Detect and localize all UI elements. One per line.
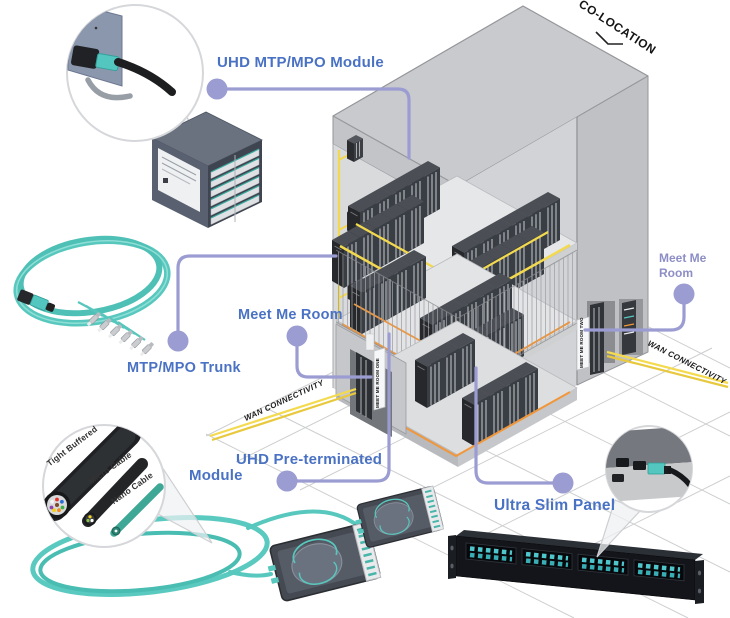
mtp-mpo-trunk-illustration [13, 235, 171, 358]
mpo-connector-icon [647, 462, 666, 475]
label-meet-me-room-center: Meet Me Room [238, 307, 343, 323]
leader-uhd-preterm [285, 332, 391, 483]
label-sign-meet-me-room-one: MEET ME ROOM ONE [375, 358, 380, 408]
wan-cable-right [606, 350, 729, 389]
co-location-pointer [595, 31, 623, 45]
wan-cable-left [209, 387, 357, 442]
leader-uhd-module [215, 87, 411, 160]
label-uhd-preterminated-line1: UHD Pre-terminated [236, 451, 383, 468]
leader-mtp-trunk [176, 254, 338, 343]
ultra-slim-panel-illustration [448, 530, 704, 604]
lc-adapter-groups [465, 542, 685, 582]
meet-me-room-two [576, 299, 643, 375]
uhd-module-illustration [151, 111, 263, 228]
leader-meet-me-room-center [295, 334, 373, 379]
label-mtp-mpo-trunk: MTP/MPO Trunk [127, 360, 241, 376]
label-uhd-mtp-mpo-module: UHD MTP/MPO Module [217, 54, 384, 71]
leader-ultra-slim [474, 366, 565, 485]
nano-cable [110, 483, 164, 537]
label-uhd-preterminated-line2: Module [189, 467, 243, 484]
connector-zoom-inset [66, 4, 204, 142]
sign-meet-me-room-one [373, 347, 386, 411]
panel-rear-inset [596, 425, 693, 558]
colocation-building [331, 5, 649, 467]
mpo-connector-icon [17, 289, 56, 312]
label-sign-meet-me-room-two: MEET ME ROOM TWO [579, 317, 584, 368]
cable-types-inset [42, 424, 213, 548]
leader-dots [167, 78, 695, 494]
label-meet-me-room-right: Meet Me Room [659, 251, 707, 280]
leader-lines [176, 87, 686, 485]
leader-meet-me-room-right [583, 292, 686, 332]
label-ultra-slim-panel: Ultra Slim Panel [494, 497, 616, 514]
lc-port-array [210, 148, 260, 225]
micro-cable [82, 458, 148, 527]
